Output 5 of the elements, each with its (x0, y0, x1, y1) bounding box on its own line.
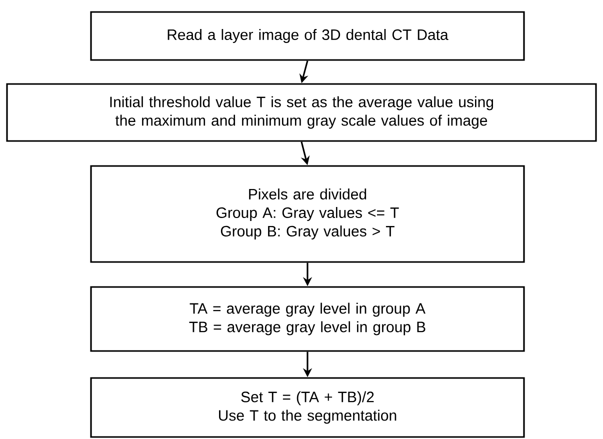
process-box: TA = average gray level in group A TB = average gray level in group B (90, 286, 525, 352)
process-box: Initial threshold value T is set as the average value using the maximum and minimum gray scale values of image (6, 83, 597, 142)
process-box: Read a layer image of 3D dental CT Data (90, 11, 525, 61)
process-box: Pixels are divided Group A: Gray values <= T Group B: Gray values > T (90, 165, 525, 263)
process-box: Set T = (TA + TB)/2 Use T to the segmentation (90, 377, 525, 438)
